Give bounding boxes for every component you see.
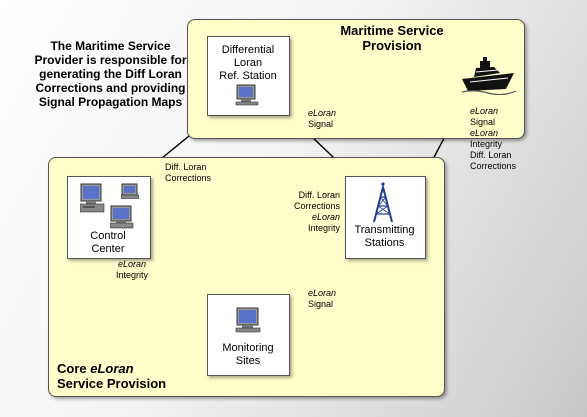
eloran-signal-label-upper: eLoran Signal bbox=[308, 108, 336, 130]
ship-services-line4: Integrity bbox=[470, 139, 503, 149]
maritime-title-line1: Maritime Service bbox=[340, 23, 444, 38]
radio-tower-icon bbox=[373, 182, 393, 223]
core-title-line2: Service Provision bbox=[57, 376, 167, 391]
computer-icon bbox=[235, 84, 259, 106]
eloran-integrity-left-line2: Integrity bbox=[115, 270, 148, 280]
monitoring-sites-label: Monitoring Sites bbox=[207, 342, 289, 368]
computer-icon bbox=[121, 183, 139, 199]
eloran-signal-upper-line1: eLoran bbox=[308, 108, 337, 118]
eloran-signal-lower-line2: Signal bbox=[308, 299, 334, 309]
maritime-region-title: Maritime Service Provision bbox=[292, 23, 492, 53]
computer-icon bbox=[110, 205, 134, 229]
diff-corrections-left-line2: Corrections bbox=[165, 173, 212, 183]
ref-station-label-line1: Differential bbox=[221, 44, 275, 56]
eloran-signal-upper-line2: Signal bbox=[308, 119, 334, 129]
ship-services-label: eLoran Signal eLoran Integrity Diff. Lor… bbox=[470, 106, 516, 172]
ship-icon bbox=[461, 57, 517, 95]
eloran-integrity-label-left: eLoran Integrity bbox=[110, 259, 154, 281]
monitoring-label-line2: Sites bbox=[235, 355, 261, 367]
eloran-signal-lower-line1: eLoran bbox=[308, 288, 337, 298]
core-title-line1: Core eLoran bbox=[57, 361, 257, 376]
ship-services-line3: eLoran bbox=[470, 128, 499, 138]
ship-services-line6: Corrections bbox=[470, 161, 517, 171]
core-title-prefix: Core bbox=[57, 361, 91, 376]
control-to-tx-label: Diff. Loran Corrections eLoran Integrity bbox=[284, 190, 340, 234]
transmitting-label-line2: Stations bbox=[364, 237, 405, 249]
core-region-title: Core eLoran Service Provision bbox=[57, 361, 257, 391]
computer-icon bbox=[80, 183, 105, 213]
control-to-tx-line3: eLoran bbox=[311, 212, 340, 222]
eloran-integrity-left-line1: eLoran bbox=[117, 259, 147, 269]
ref-station-label: Differential Loran Ref. Station bbox=[207, 44, 289, 83]
ship-services-line2: Signal bbox=[470, 117, 496, 127]
control-center-label-line2: Center bbox=[91, 243, 125, 255]
transmitting-stations-label: Transmitting Stations bbox=[345, 224, 424, 250]
control-to-tx-line4: Integrity bbox=[307, 223, 340, 233]
computer-icon bbox=[235, 307, 261, 333]
provider-note: The Maritime Service Provider is respons… bbox=[34, 39, 187, 109]
control-to-tx-line1: Diff. Loran bbox=[298, 190, 340, 200]
monitoring-label-line1: Monitoring bbox=[222, 342, 274, 354]
control-center-label-line1: Control bbox=[90, 230, 126, 242]
control-to-tx-line2: Corrections bbox=[293, 201, 340, 211]
transmitting-stations-node bbox=[345, 176, 426, 259]
transmitting-label-line1: Transmitting bbox=[354, 224, 415, 236]
eloran-signal-label-lower: eLoran Signal bbox=[308, 288, 336, 310]
ref-station-label-line2: Loran bbox=[233, 57, 263, 69]
control-center-label: Control Center bbox=[67, 230, 149, 256]
maritime-title-line2: Provision bbox=[362, 38, 422, 53]
core-title-eloran: eLoran bbox=[90, 361, 134, 376]
ship-services-line5: Diff. Loran bbox=[470, 150, 512, 160]
diff-corrections-left-line1: Diff. Loran bbox=[165, 162, 207, 172]
ref-station-label-line3: Ref. Station bbox=[219, 70, 277, 82]
ship-services-line1: eLoran bbox=[470, 106, 499, 116]
diff-corrections-label-left: Diff. Loran Corrections bbox=[165, 162, 211, 184]
